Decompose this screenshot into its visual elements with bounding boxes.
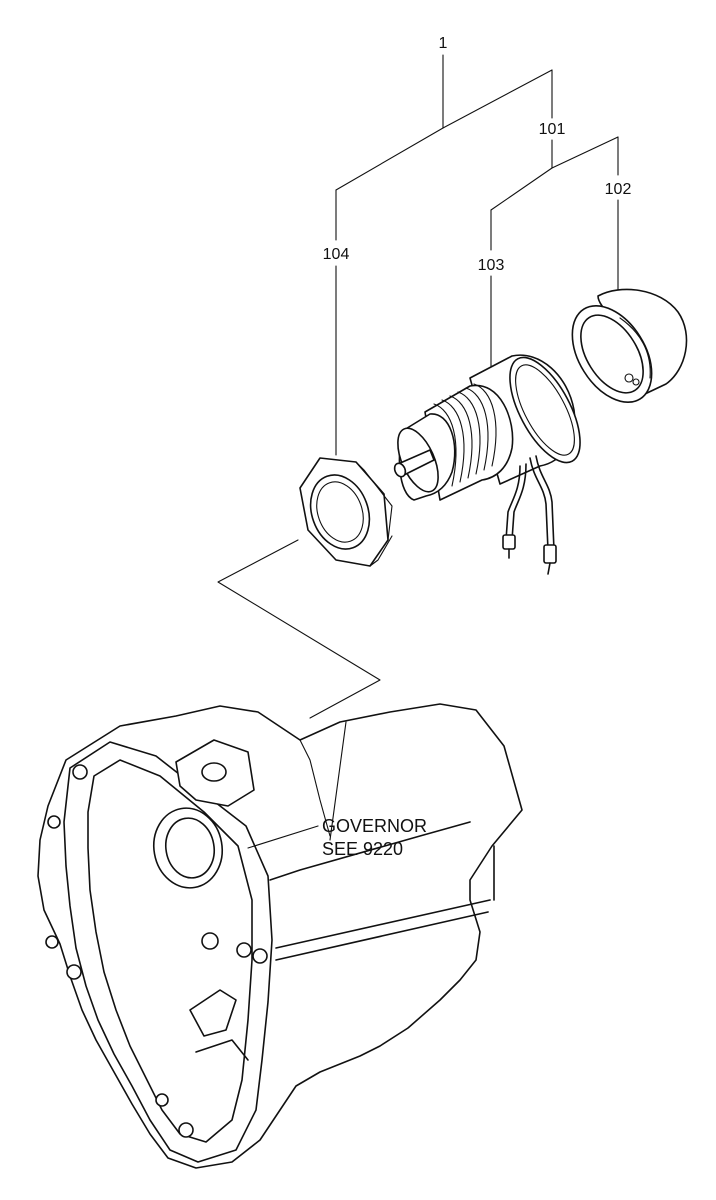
bolt-hole-1 <box>72 764 88 780</box>
nut-thread-inner <box>316 481 364 543</box>
ring-inner-bore <box>580 314 644 394</box>
leader-101-to-102 <box>551 136 619 169</box>
callout-102: 102 <box>605 181 632 198</box>
bolt-hole-6 <box>236 942 252 958</box>
ring-inner-edge <box>619 317 651 379</box>
bolt-hole-3 <box>45 935 59 949</box>
install-leader-line <box>217 539 381 719</box>
nut-bottom-edge <box>369 535 393 567</box>
callout-101: 101 <box>539 121 566 138</box>
wire-2 <box>529 457 549 551</box>
bolt-hole-4 <box>66 964 82 980</box>
callout-104: 104 <box>323 246 350 263</box>
part-102-ring <box>571 288 688 404</box>
flange-inner-edge <box>87 759 253 1143</box>
bolt-hole-5 <box>201 932 219 950</box>
governor-boss-hole <box>201 762 227 782</box>
ring-small-hole <box>624 373 634 383</box>
governor-note-line2: SEE 9220 <box>322 839 403 859</box>
housing-lower-line <box>275 899 491 949</box>
housing-internal-rib <box>189 989 237 1037</box>
sensor-flange-inner <box>515 364 575 456</box>
ring-front-face <box>571 304 653 404</box>
part-104-hex-nut <box>299 457 393 567</box>
bolt-hole-8 <box>178 1122 194 1138</box>
thread-line-2 <box>441 399 465 483</box>
nut-side-edge <box>355 461 393 541</box>
callout-103: 103 <box>478 257 505 274</box>
thread-line-5 <box>465 387 489 471</box>
bolt-hole-9 <box>155 1093 169 1107</box>
wire-1 <box>505 465 521 541</box>
install-leader <box>217 539 381 719</box>
transmission-housing <box>37 703 523 1169</box>
callout-1: 1 <box>439 35 448 52</box>
wire-2-pin <box>547 562 551 575</box>
wire-2b <box>535 455 555 551</box>
leader-101-to-103 <box>490 167 553 211</box>
housing-top-edge <box>299 739 331 837</box>
leader-1-to-104 <box>335 127 444 191</box>
part-103-sensor <box>393 354 581 575</box>
governor-bore-inner <box>164 817 216 879</box>
sensor-pin-tip <box>393 462 407 478</box>
wire-1b <box>511 463 527 541</box>
governor-leader <box>247 825 319 849</box>
leader-1-to-101 <box>442 69 553 129</box>
thread-line-3 <box>449 395 473 479</box>
housing-lower-line-2 <box>275 911 489 961</box>
callout-tree <box>335 54 619 456</box>
wire-1-terminal <box>502 534 516 550</box>
housing-parting-line <box>269 821 471 881</box>
bolt-hole-2 <box>47 815 61 829</box>
bolt-hole-7 <box>252 948 268 964</box>
thread-line-4 <box>457 391 481 475</box>
thread-line-6 <box>473 383 497 467</box>
housing-rib-line <box>329 721 347 841</box>
housing-internal-step <box>195 1039 249 1061</box>
ring-small-hole-2 <box>632 378 640 386</box>
sensor-flange-face <box>509 356 581 464</box>
governor-note-line1: GOVERNOR <box>322 816 427 836</box>
wire-2-terminal <box>543 544 557 564</box>
thread-line-1 <box>433 403 457 487</box>
